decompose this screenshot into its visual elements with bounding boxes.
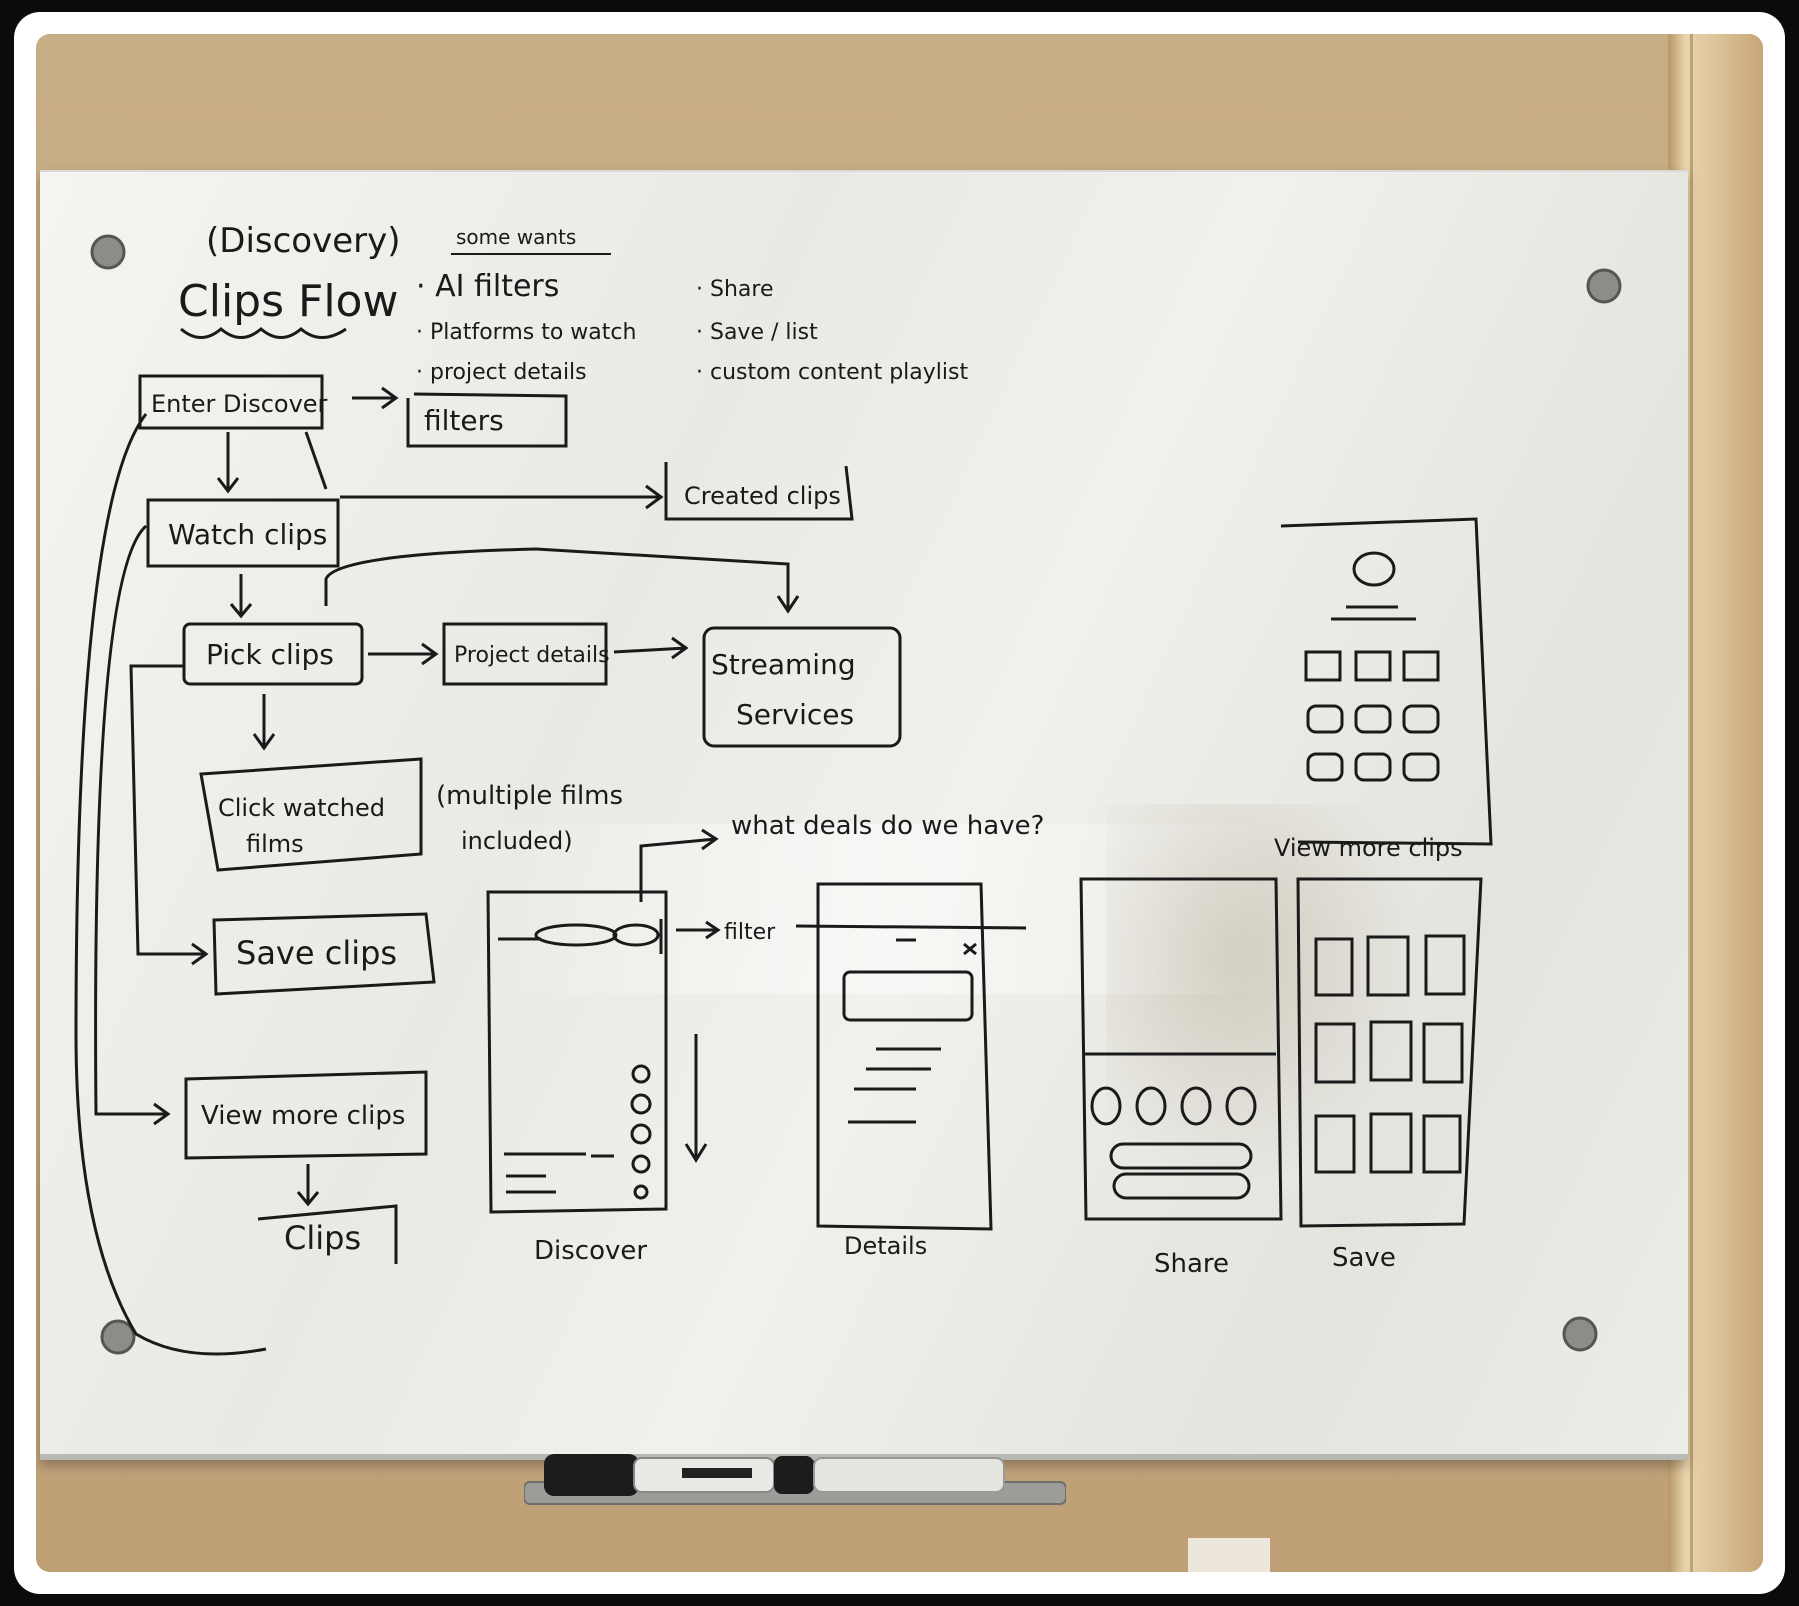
flow-save-clips: Save clips [236,934,397,972]
label-share: Share [1154,1249,1229,1279]
flow-view-more-clips: View more clips [201,1101,405,1131]
marker-eraser [813,1457,1005,1493]
flow-clips: Clips [284,1219,361,1257]
label-save: Save [1332,1243,1396,1273]
title-squiggle [180,327,347,339]
note-multiple-films-line1: (multiple films [436,781,623,811]
flow-click-watched-line2: films [246,830,304,858]
note-what-deals: what deals do we have? [731,811,1044,841]
door-trim-edge [1690,34,1693,1572]
flow-streaming-line1: Streaming [711,648,856,681]
title-line1: (Discovery) [206,221,401,261]
flow-filters: filters [424,404,504,437]
label-details: Details [844,1232,927,1260]
note-multiple-films-line2: included) [461,827,573,855]
wireframe-save [1296,877,1483,1228]
marker-black [544,1454,639,1496]
flow-watch-clips: Watch clips [168,518,327,551]
bullet-ai-filters: · AI filters [416,269,559,304]
note-view-more-clips: View more clips [1274,834,1463,862]
title-line2: Clips Flow [178,276,398,327]
flow-streaming-line2: Services [736,698,854,731]
bullet-share: · Share [696,277,773,302]
label-discover: Discover [534,1236,647,1266]
flow-enter-discover: Enter Discover [151,390,328,418]
bullet-project-details: · project details [416,360,587,385]
header-note: some wants [456,225,576,249]
marker-drawing: (Discovery) Clips Flow some wants · AI f… [74,221,1622,1356]
flow-project-details: Project details [454,643,610,668]
wireframe-discover [486,890,668,1214]
wireframe-profile [1280,517,1493,846]
glare-streak [466,824,1286,994]
flow-box-outlines [138,374,902,1264]
wireframe-share [1079,877,1283,1221]
bullet-platforms: · Platforms to watch [416,320,636,345]
note-filter: filter [724,920,776,945]
paper-note [1188,1538,1270,1572]
bullet-custom-playlist: · custom content playlist [696,360,968,385]
standoff-pins [90,234,1622,1355]
flow-arrows [74,386,800,1356]
whiteboard-photo: (Discovery) Clips Flow some wants · AI f… [36,34,1763,1572]
flow-created-clips: Created clips [684,482,841,510]
wireframe-details [795,882,1027,1231]
marker-tray [524,1454,1066,1505]
bullet-save-list: · Save / list [696,320,818,345]
photo-frame: (Discovery) Clips Flow some wants · AI f… [14,12,1785,1594]
flow-click-watched-line1: Click watched [218,794,385,822]
flow-pick-clips: Pick clips [206,638,334,671]
